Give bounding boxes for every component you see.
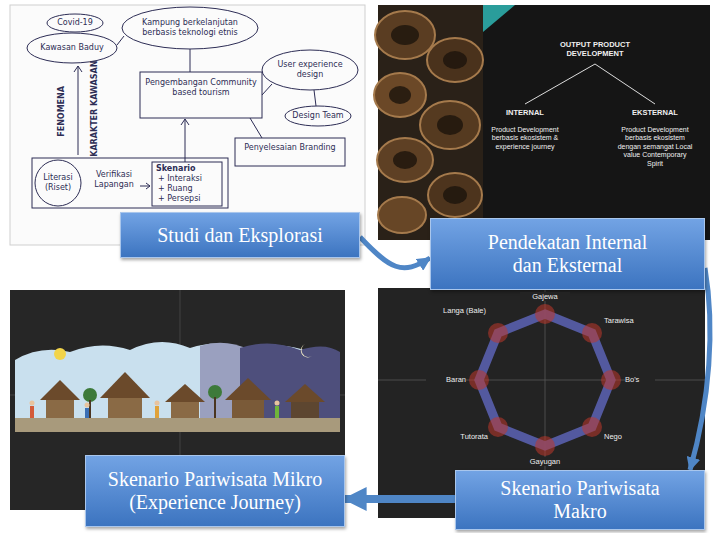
sketch-note: + Ruang	[158, 184, 220, 194]
flow-arrow	[360, 237, 430, 268]
sketch-note: Pengembangan Community based tourism	[145, 78, 257, 97]
flow-arrow	[345, 495, 455, 503]
panel-text: Product Development berbasis ekosistem &…	[487, 126, 563, 151]
caption-box: Pendekatan Internal dan Eksternal	[430, 218, 705, 290]
scenario-point: Tarawisa	[604, 316, 654, 325]
caption-box: Skenario Pariwisata Mikro (Experience Jo…	[85, 455, 345, 527]
panel-text: INTERNAL	[490, 108, 560, 117]
caption-text: Skenario Pariwisata Makro	[488, 477, 673, 523]
scenario-point: Bo's	[625, 375, 655, 384]
sketch-note: Skenario	[156, 164, 220, 174]
caption-box: Skenario Pariwisata Makro	[455, 470, 705, 530]
panel-text: EKSTERNAL	[620, 108, 690, 117]
caption-text: Studi dan Eksplorasi	[157, 224, 323, 247]
axis-note: FENOMENA	[57, 87, 67, 137]
sketch-note: Verifikasi Lapangan	[86, 170, 142, 189]
sketch-note: Design Team	[288, 111, 348, 121]
sketch-note: User experience design	[272, 60, 348, 79]
sketch-note: + Persepsi	[158, 194, 220, 204]
flow-arrow	[690, 268, 710, 470]
sketch-note: Penyelesaian Branding	[238, 143, 342, 153]
caption-text: Skenario Pariwisata Mikro (Experience Jo…	[95, 468, 335, 514]
sketch-note: Covid-19	[50, 18, 100, 28]
scenario-point: Gajewa	[520, 292, 570, 301]
panel-text: OUTPUT PRODUCT DEVELOPMENT	[545, 40, 645, 58]
axis-note: KARAKTER KAWASAN	[90, 67, 100, 157]
scenario-point: Gayugan	[520, 457, 570, 466]
scenario-point: Baran	[426, 375, 466, 384]
scenario-point: Tutorata	[438, 432, 488, 441]
scenario-point: Langa (Bale)	[436, 306, 486, 315]
sketch-note: Kampung berkelanjutan berbasis teknologi…	[130, 18, 250, 37]
sketch-note: Literasi (Riset)	[38, 173, 78, 192]
product-panel	[374, 5, 710, 240]
panel-text: Product Development berbasis ekosistem d…	[617, 126, 693, 168]
scenario-point: Nego	[604, 432, 644, 441]
caption-text: Pendekatan Internal dan Eksternal	[475, 231, 660, 277]
sketch-note: + Interaksi	[158, 174, 220, 184]
sketch-panel	[10, 5, 365, 245]
caption-box: Studi dan Eksplorasi	[120, 212, 360, 258]
sketch-note: Kawasan Baduy	[32, 43, 112, 53]
